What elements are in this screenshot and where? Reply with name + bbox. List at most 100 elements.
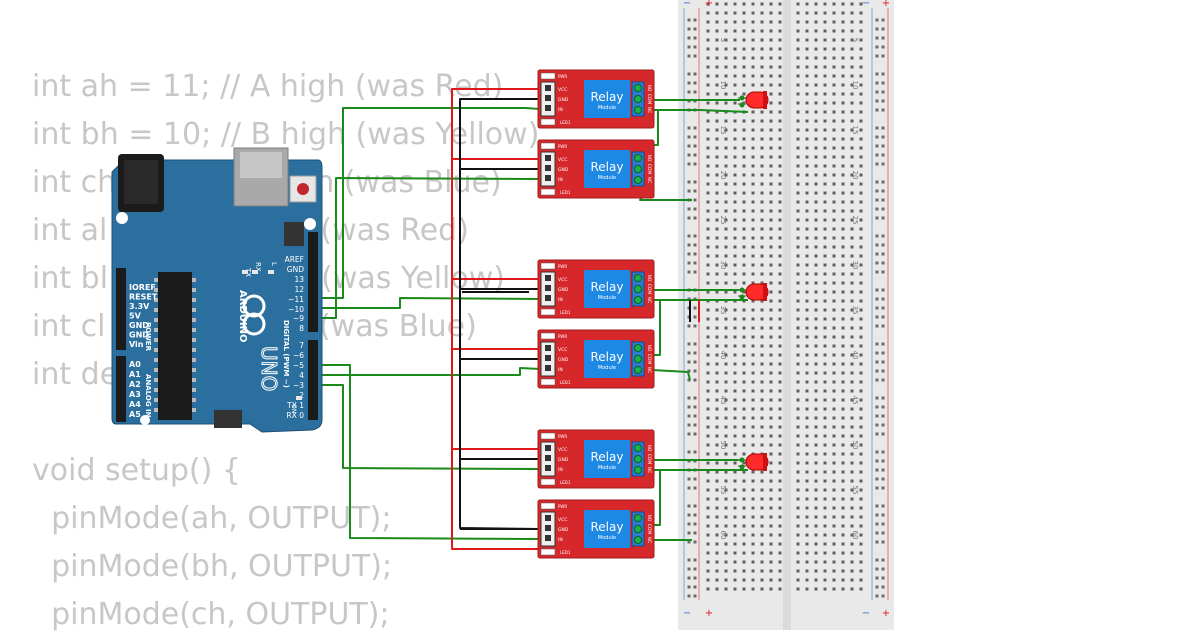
breadboard-hole <box>850 164 854 168</box>
breadboard-hole <box>805 65 809 69</box>
led-contact <box>739 464 745 470</box>
breadboard-hole <box>805 398 809 402</box>
breadboard-hole <box>805 569 809 573</box>
breadboard-hole <box>733 380 737 384</box>
terminal-screw <box>634 176 642 184</box>
rail-hole <box>881 45 885 49</box>
breadboard-hole <box>742 542 746 546</box>
rail-hole <box>875 342 879 346</box>
relay-pwr-label: PWR <box>558 504 567 509</box>
relay-subtitle: Module <box>598 365 616 371</box>
breadboard-hole <box>715 146 719 150</box>
breadboard-hole <box>724 209 728 213</box>
breadboard-hole <box>706 128 710 132</box>
row-number: 5 <box>851 38 859 42</box>
breadboard-hole <box>742 380 746 384</box>
breadboard-hole <box>778 281 782 285</box>
breadboard-hole <box>832 434 836 438</box>
relay-pin-label: VCC <box>558 157 567 163</box>
breadboard-hole <box>778 488 782 492</box>
relay-pin-label: GND <box>558 167 569 173</box>
breadboard-hole <box>751 173 755 177</box>
breadboard-hole <box>841 65 845 69</box>
relay-pin-label: IN <box>558 177 563 183</box>
breadboard-hole <box>742 389 746 393</box>
breadboard-hole <box>706 497 710 501</box>
terminal-screw <box>634 344 642 352</box>
row-number: 5 <box>719 38 727 42</box>
relay-led1-label: LED1 <box>560 120 571 125</box>
row-number: 15 <box>851 126 859 135</box>
terminal-screw <box>634 274 642 282</box>
breadboard-hole <box>751 470 755 474</box>
rail-hole <box>881 243 885 247</box>
breadboard-hole <box>769 272 773 276</box>
breadboard-hole <box>769 227 773 231</box>
breadboard-hole <box>850 2 854 6</box>
breadboard-hole <box>706 83 710 87</box>
breadboard-hole <box>769 371 773 375</box>
breadboard-hole <box>832 236 836 240</box>
breadboard-hole <box>823 209 827 213</box>
breadboard-hole <box>733 254 737 258</box>
rail-hole <box>687 144 691 148</box>
breadboard-hole <box>706 560 710 564</box>
breadboard-hole <box>841 92 845 96</box>
breadboard-hole <box>760 254 764 258</box>
relay-title: Relay <box>591 350 624 364</box>
rail-hole <box>693 324 697 328</box>
breadboard-hole <box>841 209 845 213</box>
breadboard-hole <box>724 524 728 528</box>
breadboard-hole <box>805 272 809 276</box>
chip-pin <box>192 328 196 332</box>
breadboard-hole <box>814 47 818 51</box>
breadboard-hole <box>796 497 800 501</box>
rail-hole <box>875 324 879 328</box>
chip-pin <box>192 358 196 362</box>
breadboard-hole <box>805 110 809 114</box>
breadboard-hole <box>760 74 764 78</box>
rail-hole <box>693 135 697 139</box>
breadboard-hole <box>859 578 863 582</box>
breadboard-hole <box>724 56 728 60</box>
breadboard-hole <box>769 425 773 429</box>
breadboard-hole <box>832 290 836 294</box>
breadboard-hole <box>796 299 800 303</box>
breadboard-hole <box>805 353 809 357</box>
relay-subtitle: Module <box>598 465 616 471</box>
breadboard-hole <box>733 146 737 150</box>
breadboard-hole <box>769 56 773 60</box>
breadboard-hole <box>742 11 746 15</box>
rail-hole <box>693 207 697 211</box>
board-led <box>242 270 248 274</box>
breadboard-hole <box>814 74 818 78</box>
arduino-logo-icon <box>242 312 266 336</box>
breadboard-hole <box>742 236 746 240</box>
breadboard-hole <box>769 281 773 285</box>
breadboard-hole <box>796 110 800 114</box>
mounting-hole <box>304 218 316 230</box>
breadboard-hole <box>715 335 719 339</box>
breadboard-hole <box>778 497 782 501</box>
breadboard-hole <box>796 164 800 168</box>
breadboard-hole <box>832 506 836 510</box>
rail-hole <box>687 36 691 40</box>
breadboard-hole <box>850 461 854 465</box>
rail-hole <box>693 81 697 85</box>
breadboard-hole <box>742 47 746 51</box>
rail-hole <box>875 153 879 157</box>
breadboard-hole <box>823 407 827 411</box>
breadboard-hole <box>832 515 836 519</box>
relay-pin-label: IN <box>558 467 563 473</box>
rail-hole <box>693 54 697 58</box>
breadboard-hole <box>805 74 809 78</box>
breadboard-hole <box>823 281 827 285</box>
breadboard-hole <box>715 218 719 222</box>
breadboard-hole <box>841 137 845 141</box>
breadboard-hole <box>769 65 773 69</box>
breadboard-hole <box>706 65 710 69</box>
breadboard-hole <box>751 335 755 339</box>
breadboard-hole <box>814 11 818 15</box>
rail-hole <box>693 72 697 76</box>
